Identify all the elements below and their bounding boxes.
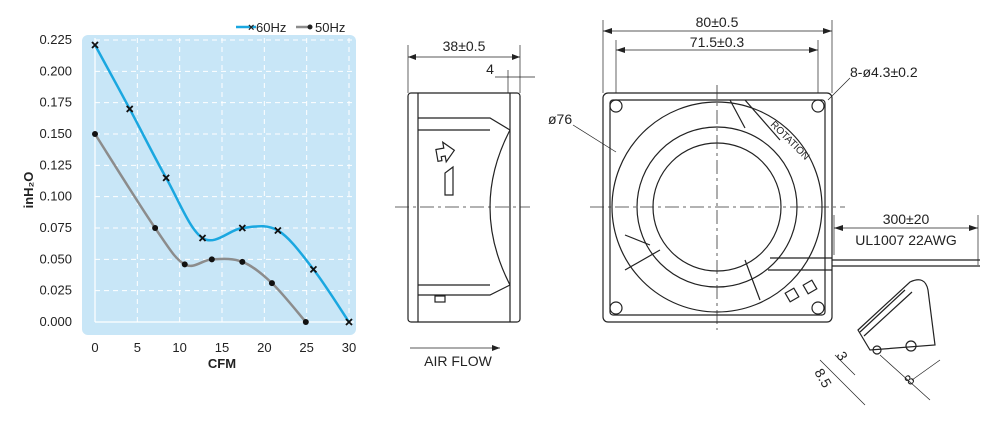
- terminal-dim-a: 8.5: [811, 366, 835, 391]
- y-tick-label: 0.050: [39, 251, 72, 266]
- y-tick-label: 0.100: [39, 189, 72, 204]
- axes: 0 5 10 15 20 25 30 0.000 0.025 0.050 0.075 0.100 0.1…: [39, 32, 356, 355]
- x-axis-label: CFM: [208, 356, 236, 371]
- data-point-60Hz: [162, 174, 170, 182]
- data-point-60Hz: [91, 41, 99, 49]
- lead-length-dim: 300±20: [883, 211, 930, 227]
- data-point-50Hz: [239, 258, 246, 265]
- y-tick-label: 0.025: [39, 283, 72, 298]
- y-tick-label: 0.225: [39, 32, 72, 47]
- y-tick-label: 0.175: [39, 95, 72, 110]
- data-point-50Hz: [92, 131, 98, 137]
- x-tick-label: 30: [342, 340, 356, 355]
- legend-60hz: 60Hz: [256, 20, 286, 35]
- pq-chart: 0 5 10 15 20 25 30 0.000 0.025 0.050 0.075 0.100 0.1…: [21, 20, 356, 371]
- data-point-50Hz: [181, 261, 188, 268]
- lead-spec: UL1007 22AWG: [855, 232, 956, 248]
- data-point-60Hz: [126, 105, 134, 113]
- x-tick-label: 5: [134, 340, 141, 355]
- data-point-50Hz: [152, 225, 159, 231]
- y-tick-label: 0.150: [39, 126, 72, 141]
- plot-background: [82, 35, 356, 335]
- data-point-60Hz: [309, 265, 318, 273]
- data-point-60Hz: [238, 224, 246, 232]
- y-tick-label: 0.125: [39, 157, 72, 172]
- data-point-50Hz: [268, 280, 275, 287]
- legend-50hz: 50Hz: [315, 20, 345, 35]
- data-point-50Hz: [302, 319, 309, 325]
- x-tick-label: 10: [172, 340, 186, 355]
- x-tick-label: 25: [299, 340, 313, 355]
- frame-size-dim: 80±0.5: [696, 14, 739, 30]
- svg-text:×: ×: [248, 22, 254, 34]
- side-view-drawing: 38±0.5 4 AIR FLOW: [395, 38, 535, 369]
- data-point-60Hz: [345, 318, 353, 326]
- y-tick-label: 0.000: [39, 314, 72, 329]
- hole-pitch-dim: 71.5±0.3: [690, 34, 745, 50]
- data-point-60Hz: [198, 234, 207, 242]
- x-tick-label: 20: [257, 340, 271, 355]
- y-axis-label: inH₂O: [21, 172, 36, 209]
- data-point-50Hz: [208, 256, 215, 263]
- terminal-dim-b: 3: [833, 349, 851, 364]
- side-width-dim: 38±0.5: [443, 38, 486, 54]
- x-tick-label: 0: [91, 340, 98, 355]
- rotation-label: ROTATION: [768, 119, 811, 162]
- diameter-dim: ø76: [548, 111, 572, 127]
- x-tick-label: 15: [215, 340, 229, 355]
- data-point-60Hz: [274, 226, 282, 235]
- holes-dim: 8-ø4.3±0.2: [850, 64, 918, 80]
- terminal-dim-c: 8: [901, 371, 918, 388]
- y-tick-label: 0.200: [39, 63, 72, 78]
- flange-dim: 4: [486, 61, 494, 77]
- y-tick-label: 0.075: [39, 220, 72, 235]
- air-flow-label: AIR FLOW: [424, 353, 492, 369]
- front-view-drawing: 80±0.5 71.5±0.3 8-ø4.3±0.2 ø76 ROTATION …: [548, 14, 980, 406]
- series: [91, 41, 353, 326]
- legend: × 60Hz 50Hz: [236, 20, 345, 35]
